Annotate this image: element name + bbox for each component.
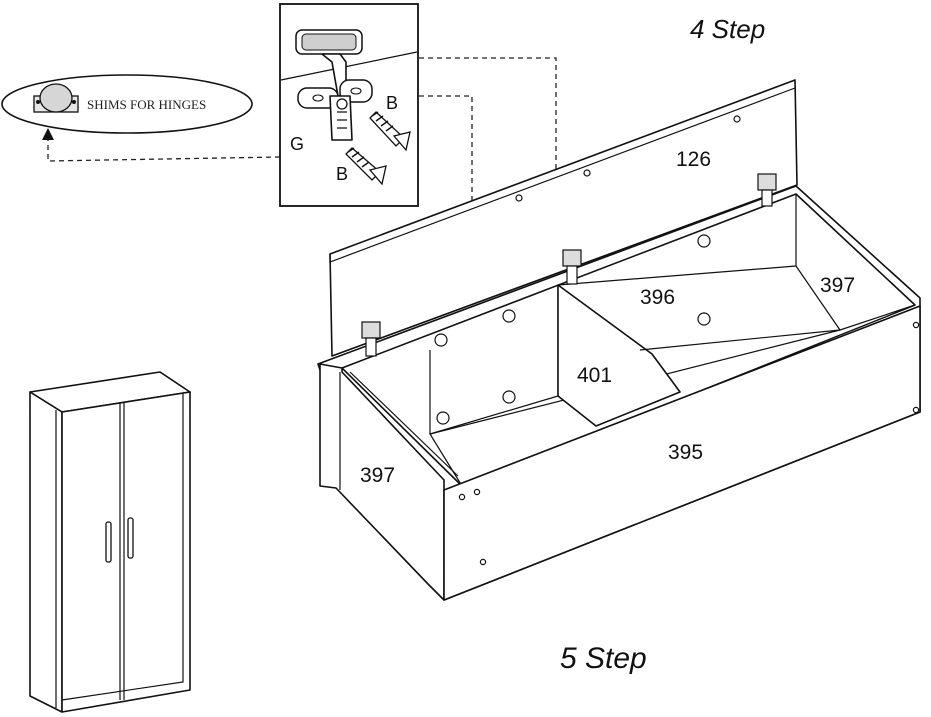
hinge-icon	[295, 29, 373, 141]
part-divider-top-label: 396	[640, 286, 675, 309]
shims-callout: SHIMS FOR HINGES	[1, 74, 253, 134]
box-body: 396 397 401 395 397	[317, 173, 921, 601]
screw-icon	[369, 111, 411, 152]
part-left-side-label: 397	[360, 464, 395, 487]
screw-icon	[345, 147, 387, 186]
label-b-lower: B	[336, 164, 348, 184]
step-5-title: 5 Step	[560, 642, 647, 675]
label-g: G	[290, 134, 304, 154]
step-4-title: 4 Step	[690, 14, 765, 44]
shims-label: SHIMS FOR HINGES	[87, 97, 206, 112]
handle-icon	[105, 521, 112, 563]
hinge-detail-box: G B B	[279, 3, 419, 207]
part-front-label: 395	[668, 441, 703, 464]
shims-leader-line	[47, 137, 281, 162]
part-right-side-label: 397	[820, 274, 855, 297]
hinge-icon	[562, 249, 582, 285]
label-b-upper: B	[386, 93, 398, 113]
shim-icon	[33, 83, 79, 113]
part-lid-label: 126	[676, 148, 711, 171]
hinge-icon	[757, 173, 777, 207]
handle-icon	[127, 517, 134, 559]
part-divider-mid-label: 401	[577, 364, 612, 387]
wardrobe-illustration	[29, 371, 191, 713]
hinge-icon	[361, 321, 381, 357]
shims-leader-arrow	[42, 128, 54, 140]
lid-panel: 126	[329, 79, 798, 357]
dowel-icon	[434, 234, 711, 425]
